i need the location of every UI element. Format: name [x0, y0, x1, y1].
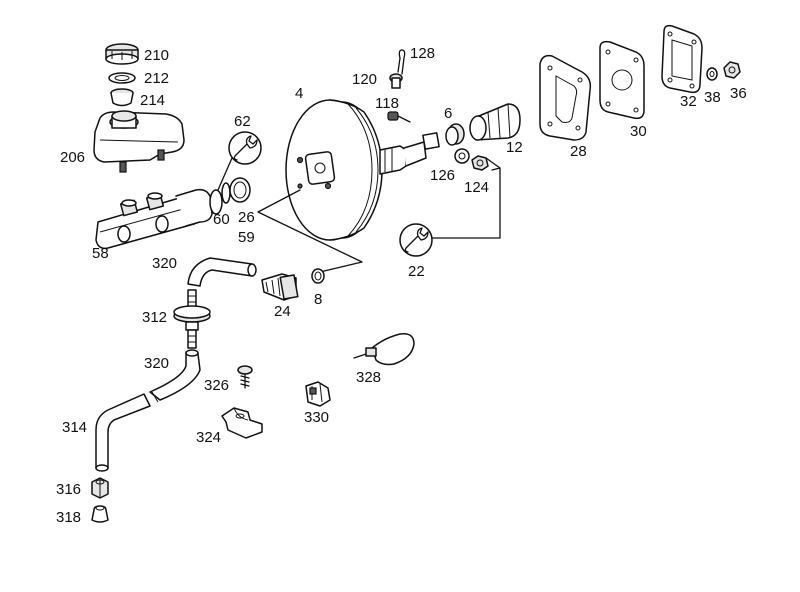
part-label-212: 212 — [144, 70, 169, 87]
part-label-26: 26 — [238, 209, 255, 226]
part-label-8: 8 — [314, 291, 322, 308]
brake-fluid-reservoir-206 — [93, 110, 185, 173]
part-label-12: 12 — [506, 139, 523, 156]
part-label-324: 324 — [196, 429, 221, 446]
part-label-328: 328 — [356, 369, 381, 386]
part-label-62: 62 — [234, 113, 251, 130]
vacuum-hose-314 — [95, 393, 151, 472]
check-valve-312 — [173, 289, 211, 349]
hose-clip-330 — [305, 381, 331, 407]
screw-326 — [237, 365, 253, 389]
part-label-206: 206 — [60, 149, 85, 166]
part-label-314: 314 — [62, 419, 87, 436]
part-label-118: 118 — [375, 95, 399, 112]
part-label-128: 128 — [410, 45, 435, 62]
part-label-24: 24 — [274, 303, 291, 320]
reference-line — [257, 189, 363, 273]
part-label-4: 4 — [295, 85, 303, 102]
part-label-58: 58 — [92, 245, 109, 262]
bolt-118 — [387, 111, 411, 123]
cap-318 — [91, 505, 109, 523]
part-label-60: 60 — [213, 211, 230, 228]
seal-ring-212 — [108, 72, 136, 84]
gasket-32 — [661, 24, 703, 94]
o-ring-26 — [229, 177, 251, 203]
part-label-320-upper: 320 — [152, 255, 177, 272]
master-cylinder-58 — [95, 188, 223, 250]
part-label-6: 6 — [444, 105, 452, 122]
bracket-clamp-324 — [221, 407, 263, 439]
part-label-22: 22 — [408, 263, 425, 280]
nut-316 — [91, 477, 109, 499]
grommet-8 — [311, 268, 325, 284]
part-label-38: 38 — [704, 89, 721, 106]
nut-124 — [471, 155, 489, 171]
brake-booster-4 — [285, 99, 440, 241]
vacuum-elbow-24 — [261, 273, 299, 301]
part-label-330: 330 — [304, 409, 329, 426]
part-label-318: 318 — [56, 509, 81, 526]
reference-line — [431, 157, 501, 239]
part-label-124: 124 — [464, 179, 489, 196]
split-pin-128 — [397, 49, 406, 75]
part-label-30: 30 — [630, 123, 647, 140]
part-label-32: 32 — [680, 93, 697, 110]
leader-line — [217, 157, 233, 191]
gasket-28 — [539, 54, 592, 141]
cable-tie-328 — [353, 332, 415, 366]
clevis-pin-120 — [389, 73, 403, 89]
nut-36 — [723, 61, 741, 79]
part-label-28: 28 — [570, 143, 587, 160]
strainer-214 — [110, 88, 134, 107]
part-label-312: 312 — [142, 309, 167, 326]
part-label-326: 326 — [204, 377, 229, 394]
gasket-30 — [599, 40, 645, 120]
wrench-icon — [399, 223, 433, 257]
washer-126 — [454, 148, 470, 164]
reference-line — [491, 167, 501, 171]
wrench-icon — [228, 131, 262, 165]
vacuum-hose-320 — [187, 257, 257, 287]
washer-38 — [706, 67, 718, 81]
part-label-316: 316 — [56, 481, 81, 498]
part-label-36: 36 — [730, 85, 747, 102]
vacuum-hose-320 — [149, 349, 201, 403]
spacer-6 — [445, 123, 465, 146]
part-label-126: 126 — [430, 167, 455, 184]
part-label-320-lower: 320 — [144, 355, 169, 372]
reservoir-cap-210 — [105, 43, 139, 65]
part-label-120: 120 — [352, 71, 377, 88]
rubber-boot-12 — [469, 103, 521, 141]
part-label-214: 214 — [140, 92, 165, 109]
part-label-210: 210 — [144, 47, 169, 64]
part-label-59: 59 — [238, 229, 255, 246]
seal-60 — [221, 182, 231, 204]
